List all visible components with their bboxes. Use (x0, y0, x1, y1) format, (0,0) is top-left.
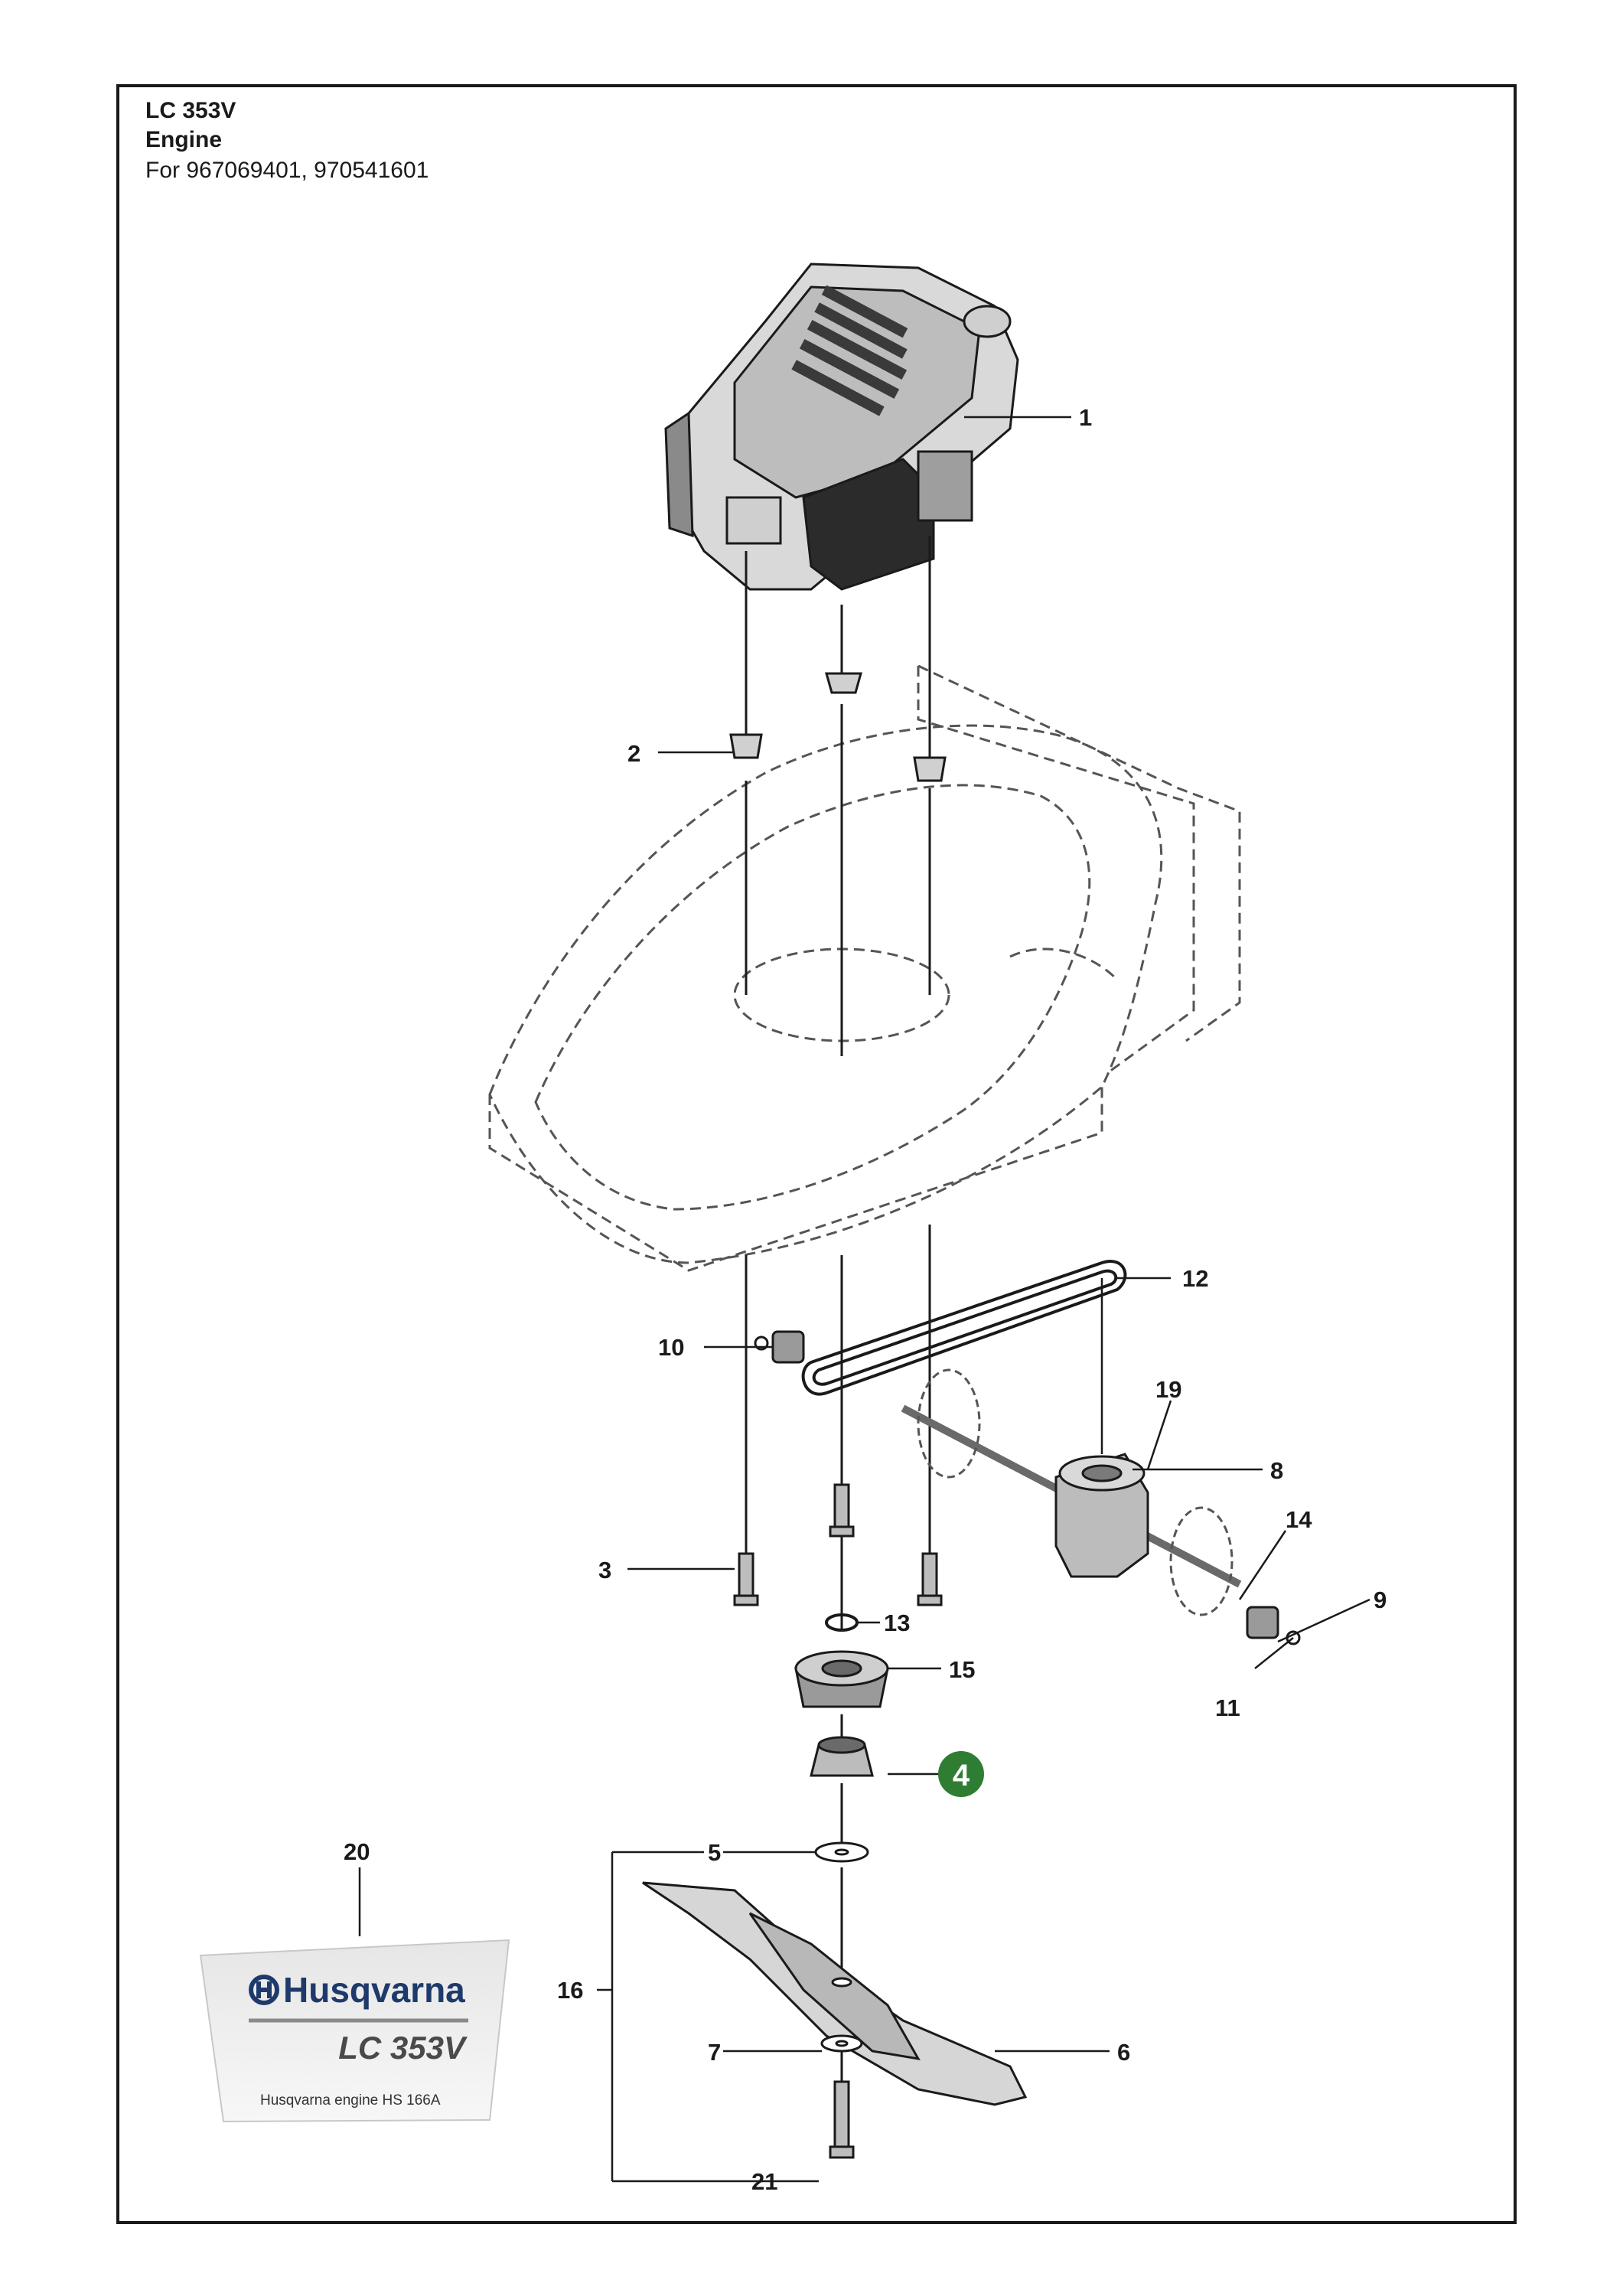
applies-to-line: For 967069401, 970541601 (145, 158, 429, 183)
drive-belt-illustration (801, 1260, 1127, 1396)
engine-illustration (664, 263, 1019, 591)
callout-8: 8 (1270, 1457, 1283, 1484)
pulley-illustration (794, 1650, 889, 1708)
callout-19: 19 (1155, 1376, 1181, 1403)
callout-labels: 1 2 3 5 6 7 8 9 10 11 12 13 14 15 16 19 … (344, 404, 1387, 2195)
decal-illustration: Husqvarna LC 353V Husqvarna engine HS 16… (199, 1939, 510, 2123)
bolt-guide-lines (745, 536, 931, 2082)
callout-14: 14 (1286, 1506, 1312, 1533)
callout-6: 6 (1117, 2039, 1130, 2066)
mower-deck-ghost (488, 664, 1241, 1272)
washer-5-illustration (814, 1841, 869, 1863)
callout-21: 21 (751, 2168, 777, 2195)
highlight-badge-4: 4 (938, 1751, 984, 1797)
decal-engine-note: Husqvarna engine HS 166A (260, 2092, 441, 2108)
callout-2: 2 (627, 740, 640, 767)
callout-9: 9 (1374, 1587, 1387, 1613)
leader-lines (358, 416, 1370, 2183)
callout-16: 16 (557, 1977, 583, 2004)
decal-brand: Husqvarna (283, 1970, 465, 2010)
callout-13: 13 (884, 1609, 910, 1636)
blade-adapter-illustration (810, 1736, 874, 1777)
engine-bolts (733, 1483, 943, 1606)
callout-4: 4 (953, 1759, 970, 1792)
decal-model: LC 353V (338, 2030, 468, 2066)
washer-7-illustration (820, 2034, 863, 2053)
blade-illustration (642, 1881, 1028, 2106)
husqvarna-logo-icon (249, 1975, 279, 2005)
diagram-frame (116, 84, 1517, 2224)
mount-inserts (729, 672, 947, 782)
model-title: LC 353V (145, 98, 236, 123)
section-title: Engine (145, 127, 223, 152)
callout-7: 7 (708, 2039, 721, 2066)
callout-1: 1 (1079, 404, 1092, 431)
callout-12: 12 (1182, 1265, 1208, 1292)
callout-20: 20 (344, 1838, 370, 1865)
transmission-illustration (901, 1368, 1242, 1616)
pinion-gears (754, 1330, 1301, 1645)
callout-3: 3 (598, 1557, 611, 1583)
callout-5: 5 (708, 1839, 721, 1866)
callout-15: 15 (949, 1656, 975, 1683)
callout-10: 10 (658, 1334, 684, 1361)
blade-bolt-illustration (829, 2080, 855, 2159)
callout-11: 11 (1215, 1694, 1240, 1721)
